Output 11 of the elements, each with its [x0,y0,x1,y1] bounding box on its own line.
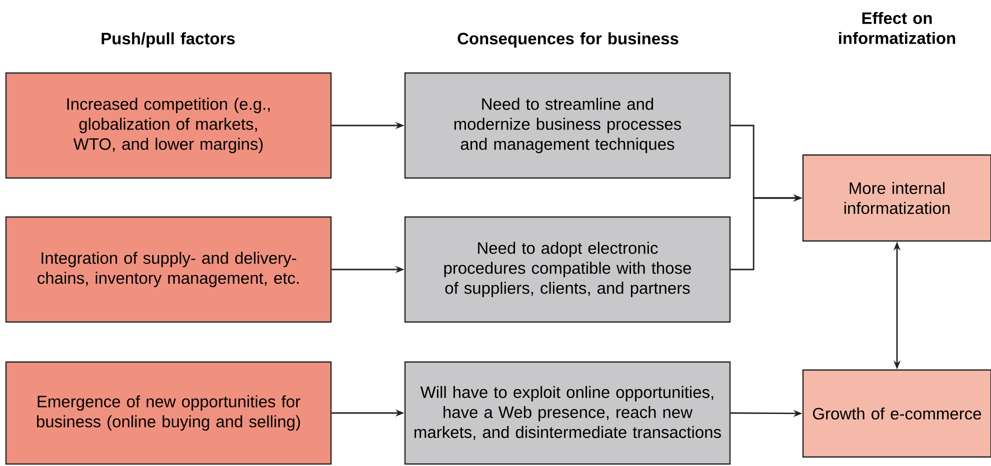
process-box: Growth of e-commerce [802,369,991,458]
process-box: More internal informatization [802,154,991,242]
process-box: Need to adopt electronic procedures compatible with those of suppliers, clients, and partners [404,216,731,323]
process-box: Emergence of new opportunities for business (online buying and selling) [5,361,332,465]
process-box: Increased competition (e.g., globalization of markets, WTO, and lower margins) [5,72,332,179]
process-box: Integration of supply- and delivery-chains, inventory management, etc. [5,216,332,323]
column-heading: Push/pull factors [102,32,235,48]
column-heading: Effect on informatization [839,12,956,44]
process-box: Will have to exploit online opportunities, have a Web presence, reach new markets, and disintermediate transactions [404,361,731,465]
process-box: Need to streamline and modernize business processes and management techniques [404,72,731,179]
column-heading: Consequences for business [458,32,678,48]
